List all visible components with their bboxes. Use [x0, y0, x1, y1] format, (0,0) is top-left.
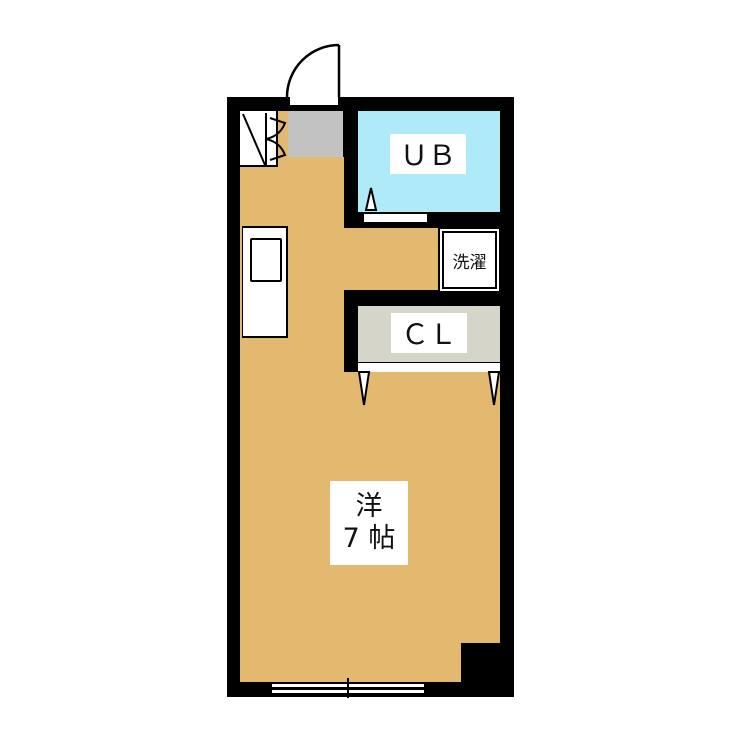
closet-sliding-door[interactable]	[358, 363, 500, 372]
closet-label: ＣＬ	[391, 313, 467, 353]
folding-door-icon	[265, 113, 287, 166]
upper-floor-strip	[278, 111, 288, 161]
main-room-label: 洋 7 帖	[330, 481, 408, 565]
unit-bath-label: ＵＢ	[390, 134, 466, 174]
closet-door-marker-right-icon	[487, 371, 501, 406]
shoe-cabinet-diagonal-icon	[242, 113, 266, 166]
entrance-door-slot[interactable]	[288, 97, 340, 105]
room-type-label: 洋	[355, 491, 383, 522]
kitchen-sink	[250, 238, 282, 282]
unit-bath-door[interactable]	[364, 214, 427, 222]
corner-pillar	[461, 643, 514, 697]
room-size-label: 7 帖	[342, 523, 396, 554]
entrance-door-swing-icon	[285, 43, 341, 98]
washer-label: 洗濯	[446, 244, 493, 276]
entrance-area	[288, 111, 343, 157]
bath-door-marker-icon	[364, 187, 378, 211]
closet-door-marker-left-icon	[357, 371, 371, 406]
